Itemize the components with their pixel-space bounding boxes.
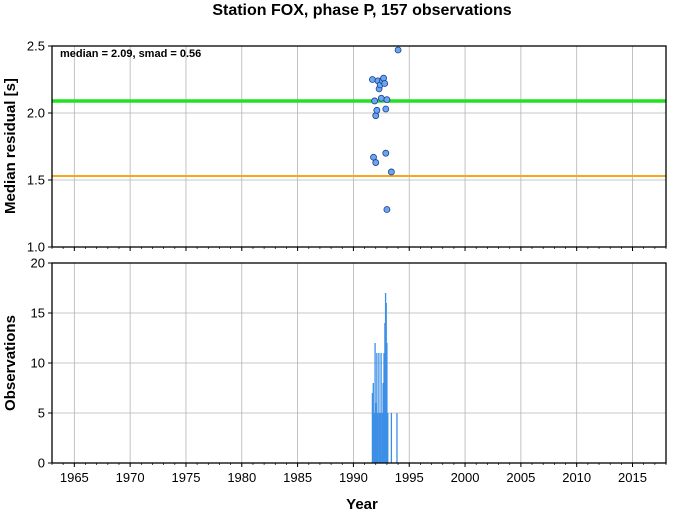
data-point (373, 106, 381, 114)
plot-frame (51, 262, 667, 464)
data-point (383, 206, 391, 213)
y-tick-label: 1.0 (27, 240, 45, 255)
x-tick-label: 1985 (283, 470, 312, 485)
chart-title: Station FOX, phase P, 157 observations (212, 2, 511, 19)
residual-panel: 1.0 1.5 2.0 2.5 (27, 39, 667, 255)
y-tick-label: 2.0 (27, 106, 45, 121)
x-tick-label: 1995 (395, 470, 424, 485)
data-point (383, 96, 391, 103)
x-tick-label: 2010 (562, 470, 591, 485)
median-smad-annotation: median = 2.09, smad = 0.56 (60, 48, 201, 60)
data-point (380, 74, 387, 82)
plot-frame (51, 45, 667, 248)
observations-y-axis-label: Observations (2, 315, 19, 411)
data-point (371, 97, 379, 105)
x-tick-label: 2000 (451, 470, 480, 485)
residual-y-axis-label: Median residual [s] (2, 78, 19, 214)
x-tick-label: 1965 (60, 470, 89, 485)
x-tick-label: 2005 (506, 470, 535, 485)
y-tick-label: 5 (38, 406, 45, 421)
x-tick-label: 1970 (116, 470, 145, 485)
x-tick-label: 1980 (227, 470, 256, 485)
y-tick-label: 1.5 (27, 173, 45, 188)
data-point (382, 149, 390, 157)
data-point (368, 76, 376, 83)
data-point (381, 80, 389, 87)
data-point (372, 159, 380, 166)
data-point (377, 94, 385, 102)
y-tick-label: 2.5 (27, 39, 45, 54)
x-axis-label: Year (346, 496, 378, 511)
y-tick-label: 15 (31, 306, 45, 321)
x-tick-label: 1990 (339, 470, 368, 485)
data-point (387, 168, 395, 176)
x-tick-label: 2015 (618, 470, 647, 485)
y-tick-label: 20 (31, 256, 45, 271)
data-point (382, 105, 390, 113)
x-tick-label: 1975 (172, 470, 201, 485)
y-tick-label: 0 (38, 456, 45, 471)
y-tick-label: 10 (31, 356, 45, 371)
data-point (372, 112, 380, 120)
data-point (394, 46, 402, 54)
